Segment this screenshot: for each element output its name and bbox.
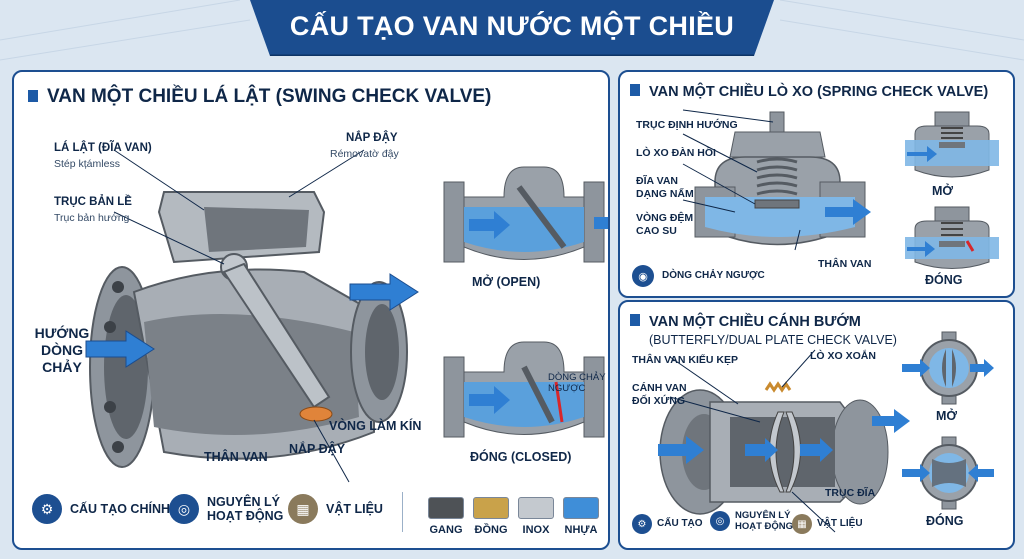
swing-open-caption: MỞ (OPEN) [472,275,541,289]
label-wafer-body: THÂN VAN KIỂU KẸP [632,354,738,366]
gauge-icon: ◎ [710,511,730,531]
spring-closed-caption: ĐÓNG [925,273,963,287]
label-mushroom-disc: ĐĨA VAN DẠNG NẤM [636,175,694,200]
label-disc-shaft: TRỤC ĐĨA [825,487,876,499]
butterfly-flow-arrow-icon [872,409,910,433]
valve-icon: ⚙ [632,514,652,534]
spring-open-diagram [905,111,999,178]
butterfly-title: VAN MỘT CHIỀU CÁNH BƯỚM [630,314,861,330]
material-icon: ▦ [792,514,812,534]
label-hinge: TRỤC BẢN LỀ [54,196,132,208]
material-icon: ▦ [288,494,318,524]
butterfly-closed-diagram [902,436,994,510]
label-cover: NẮP ĐẬY [346,132,398,144]
label-reverse-flow: DÒNG CHẢY NGƯỢC [548,372,606,394]
spring-cutaway-illustration [682,109,866,251]
label-cover-2: NẮP ĐẬY [289,442,346,456]
legend-material: ▦ VẬT LIỆU [288,494,383,524]
label-hinge-sub: Trục bản hướng [54,212,130,224]
title-banner: CẤU TẠO VAN NƯỚC MỘT CHIỀU [250,0,774,56]
drop-icon: ◉ [632,265,654,287]
butterfly-check-panel: VAN MỘT CHIỀU CÁNH BƯỚM (BUTTERFLY/DUAL … [618,300,1015,550]
label-spring-body: THÂN VAN [818,258,872,270]
label-dual-plates: CÁNH VAN ĐỐI XỨNG [632,382,687,407]
butterfly-closed-caption: ĐÓNG [926,514,964,528]
legend-backflow: ◉ DÒNG CHẢY NGƯỢC [632,265,765,287]
butterfly-open-caption: MỞ [936,409,958,423]
valve-icon: ⚙ [32,494,62,524]
swing-title: VAN MỘT CHIỀU LÁ LẬT (SWING CHECK VALVE) [28,86,491,108]
label-seal-ring: VÒNG LÀM KÍN [329,419,422,433]
butterfly-legend-structure: ⚙ CẤU TẠO [632,514,703,534]
legend-principle: ◎ NGUYÊN LÝ HOẠT ĐỘNG [169,494,287,524]
flow-arrow-in-icon [85,330,155,368]
butterfly-open-diagram [902,331,994,405]
butterfly-legend-principle: ◎ NGUYÊN LÝ HOẠT ĐỘNG [710,510,799,532]
spring-check-panel: VAN MỘT CHIỀU LÒ XO (SPRING CHECK VALVE)… [618,70,1015,298]
swing-check-panel: VAN MỘT CHIỀU LÁ LẬT (SWING CHECK VALVE)… [12,70,610,550]
label-disc: LÁ LẬT (ĐĨA VAN) [54,142,152,154]
legend-structure: ⚙ CẤU TẠO CHÍNH [32,494,170,524]
label-disc-sub: Stép kțámless [54,158,120,170]
material-plastic: NHỰA [563,497,599,536]
material-brass: ĐỒNG [473,497,509,536]
gauge-icon: ◎ [169,494,199,524]
swing-closed-diagram [443,341,605,438]
butterfly-cutaway-illustration [658,349,889,533]
label-flow-direction: HƯỚNG DÒNG CHẢY [34,325,90,375]
label-rubber-gasket: VÒNG ĐỆM CAO SU [636,212,694,237]
swing-cutaway-illustration [89,149,408,483]
label-body: THÂN VAN [204,450,268,464]
page-title: CẤU TẠO VAN NƯỚC MỘT CHIỀU [289,11,735,41]
spring-flow-arrow-icon [825,199,871,225]
material-cast-iron: GANG [428,497,464,536]
label-guide-stem: TRỤC ĐỊNH HƯỚNG [636,119,738,131]
spring-open-caption: MỞ [932,184,954,198]
label-cover-sub: Rémovatờ đậy [330,148,399,160]
label-spring: LÒ XO ĐÀN HỒI [636,147,716,159]
legend-divider [402,492,403,532]
swing-open-diagram [443,166,608,263]
butterfly-legend-material: ▦ VẬT LIỆU [792,514,863,534]
spring-title: VAN MỘT CHIỀU LÒ XO (SPRING CHECK VALVE) [630,84,988,100]
swing-closed-caption: ĐÓNG (CLOSED) [470,450,572,464]
butterfly-subtitle: (BUTTERFLY/DUAL PLATE CHECK VALVE) [649,333,897,347]
spring-closed-diagram [905,206,999,269]
flow-arrow-out-icon [349,273,419,311]
label-torsion-spring: LÒ XO XOẮN [810,350,876,362]
material-stainless: INOX [518,497,554,536]
